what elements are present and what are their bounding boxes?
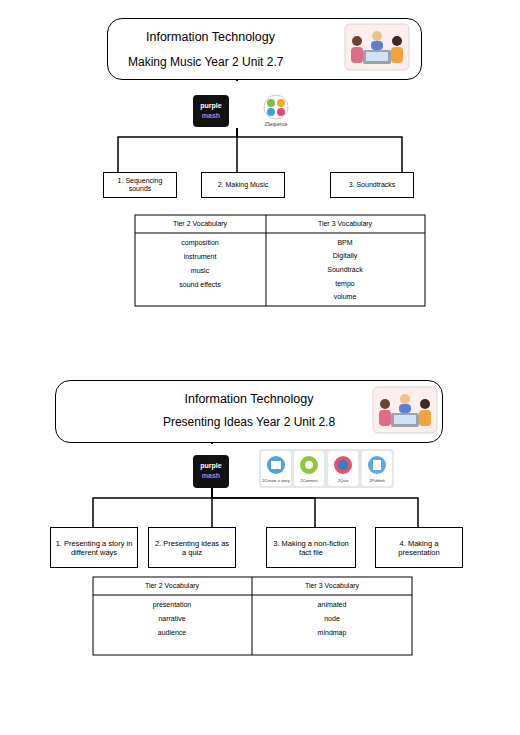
table-cell: narrative [158,615,185,623]
app-tile [328,451,358,486]
connect-icon [300,456,318,474]
vocabulary-table [135,215,425,306]
lesson-title: 2. Presenting ideas as a quiz [152,539,232,557]
lesson-title: 1. Presenting a story in different ways [54,539,134,557]
app-tile [261,451,291,486]
lesson-title: 3. Making a non-fiction fact file [270,539,352,557]
icon-caption: 2Publish [369,479,384,483]
vocabulary-table [93,577,412,655]
icon-caption: 2Create a story [262,479,289,483]
title-heading: Information Technology [146,30,275,44]
title-box: Information TechnologyMaking Music Year … [107,18,422,80]
table-cell: animated [318,601,347,609]
children-illustration [373,387,437,433]
logo-text: purple [200,462,221,470]
table-cell: sound effects [179,281,221,289]
logo-text: mash [202,112,220,120]
icon-caption: 2Quiz [338,479,348,483]
table-cell: Digitally [333,252,358,260]
purple-mash-logo [193,455,229,488]
publish-icon [373,460,381,470]
logo-backdrop [183,81,298,128]
connect-icon [305,461,313,469]
purple-mash-logo [193,95,229,127]
table-cell: tempo [335,280,354,288]
table-header: Tier 2 Vocabulary [145,582,199,590]
unit-title: Making Music Year 2 Unit 2.7 [128,56,283,70]
logo-text: purple [200,102,221,110]
table-rule [252,577,253,655]
lesson-title: 1. Sequencing sounds [107,177,173,194]
unit-title: Presenting Ideas Year 2 Unit 2.8 [56,416,442,430]
lesson-box: 1. Presenting a story in different ways [50,527,138,568]
publish-icon [368,456,386,474]
quiz-icon [338,460,348,470]
lesson-box: 4. Making a presentation [375,527,463,568]
table-cell: composition [181,239,218,247]
table-cell: Soundtrack [327,266,362,274]
table-rule [266,215,267,306]
title-box: Information TechnologyPresenting Ideas Y… [55,380,443,443]
table-rule [135,233,425,234]
table-cell: music [191,267,209,275]
table-cell: BPM [337,239,352,247]
logo-text: mash [202,472,220,480]
icon-dot [277,108,285,116]
table-cell: volume [334,293,357,301]
title-heading: Information Technology [56,392,442,406]
table-cell: presentation [153,601,192,609]
icon-ring [264,95,288,119]
icon-caption: 2Sequence [265,122,288,127]
create-icon [271,461,281,469]
children-illustration [345,24,409,70]
quiz-icon [334,456,352,474]
lesson-box: 2. Presenting ideas as a quiz [148,527,236,568]
table-header: Tier 3 Vocabulary [305,582,359,590]
lesson-title: 3. Soundtracks [349,181,396,189]
app-icons [261,451,392,486]
icon-caption: 2Connect [300,479,317,483]
lesson-box: 1. Sequencing sounds [103,172,177,198]
app-tile [362,451,392,486]
app-tile [294,451,324,486]
table-cell: mindmap [318,629,347,637]
table-cell: node [324,615,340,623]
icon-dot [277,99,285,107]
logo-backdrop [183,444,398,488]
table-header: Tier 3 Vocabulary [318,220,372,228]
table-header: Tier 2 Vocabulary [173,220,227,228]
table-cell: audience [158,629,186,637]
icon-dot [267,108,275,116]
sequence-app-icon [264,95,288,119]
app-icon-strip [259,449,394,488]
lesson-title: 4. Making a presentation [379,539,459,557]
icon-dot [267,99,275,107]
lesson-box: 3. Soundtracks [330,172,414,198]
lesson-box: 2. Making Music [201,172,285,198]
create-icon [267,456,285,474]
lesson-box: 3. Making a non-fiction fact file [266,527,356,568]
lesson-title: 2. Making Music [218,181,269,189]
table-cell: instrument [184,253,217,261]
